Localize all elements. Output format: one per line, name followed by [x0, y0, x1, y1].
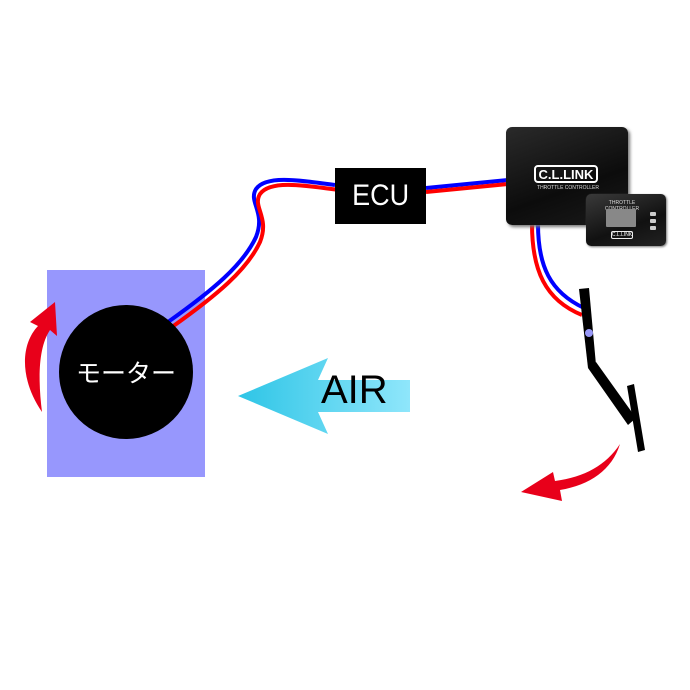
pedal-press-arrow	[521, 444, 620, 501]
throttle-controller-remote: THROTTLE CONTROLLER C.L.LINK	[586, 194, 666, 246]
ecu-box: ECU	[335, 168, 426, 224]
motor-label: モーター	[75, 359, 176, 388]
wire-ecu-controller-blue	[425, 178, 509, 190]
air-label: AIR	[321, 368, 388, 412]
motor-rotation-arrow	[24, 302, 57, 412]
remote-display-screen	[606, 209, 636, 227]
wire-ecu-controller-red	[425, 182, 509, 194]
remote-brand-logo: C.L.LINK	[611, 231, 633, 239]
remote-down-button	[650, 226, 656, 230]
controller-subtitle: THROTTLE CONTROLLER	[537, 185, 599, 191]
remote-mode-button	[650, 219, 656, 223]
wire-motor-ecu-red	[170, 182, 340, 329]
air-arrow	[238, 358, 410, 434]
wire-motor-ecu	[166, 177, 340, 329]
wire-controller-pedal-red	[530, 223, 583, 317]
wire-motor-ecu-blue	[166, 177, 336, 324]
wire-controller-pedal	[530, 223, 585, 317]
pedal-arm-lower	[588, 362, 636, 425]
pedal-arm-upper	[579, 288, 596, 368]
controller-brand-logo: C.L.LINK	[534, 165, 598, 183]
pedal-pivot	[585, 329, 593, 337]
ecu-label: ECU	[351, 179, 410, 212]
pedal-press-arrow-body	[521, 444, 620, 501]
pedal-plate	[627, 384, 645, 452]
accelerator-pedal	[579, 288, 645, 452]
motor-rotation-arrow-body	[24, 302, 57, 412]
remote-up-button	[650, 212, 656, 216]
motor-circle: モーター	[59, 305, 193, 439]
wire-controller-pedal-blue	[536, 223, 585, 310]
wire-ecu-controller	[425, 178, 509, 194]
air-arrow-shape	[238, 358, 410, 434]
